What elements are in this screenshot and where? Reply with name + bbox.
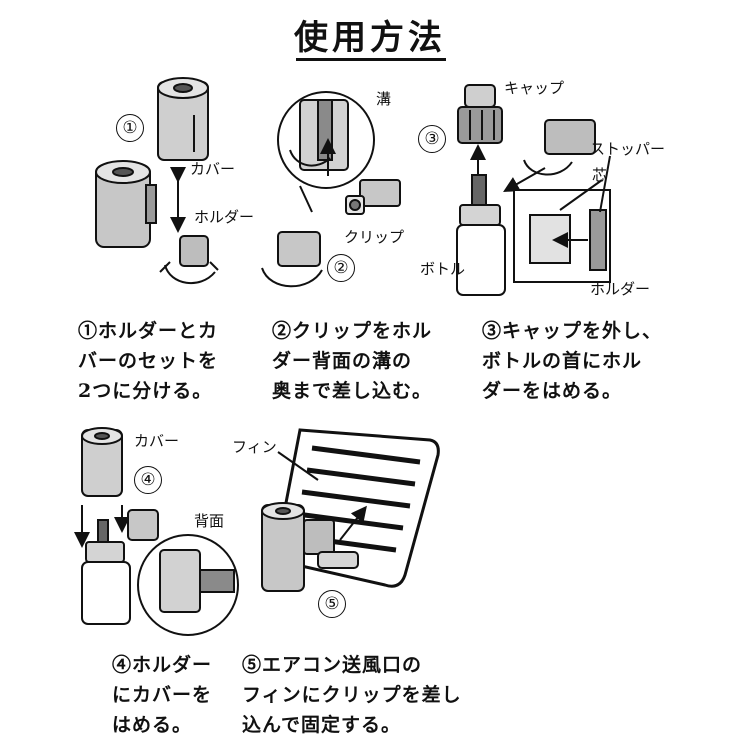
label-groove: 溝 xyxy=(376,90,392,108)
step-2-line-3: 奥まで差し込む。 xyxy=(272,380,433,402)
label-stopper: ストッパー xyxy=(590,140,666,158)
label-fin: フィン xyxy=(232,438,277,456)
step-4-line-3: はめる。 xyxy=(112,714,193,736)
step-marker-5: ⑤ xyxy=(318,590,346,618)
label-wick: 芯 xyxy=(592,166,608,184)
panel-3-drawing xyxy=(456,84,611,296)
step-1-line-3: 2つに分ける。 xyxy=(78,380,213,402)
step-1-line-2: バーのセットを xyxy=(78,350,219,372)
label-cover-4: カバー xyxy=(134,432,180,450)
step-1-text: ①ホルダーとカ バーのセットを 2つに分ける。 xyxy=(78,316,218,406)
step-5-line-2: フィンにクリップを差し xyxy=(242,684,462,706)
step-4-line-2: にカバーを xyxy=(112,684,213,706)
step-2-text: ②クリップをホル ダー背面の溝の 奥まで差し込む。 xyxy=(272,316,432,406)
label-clip: クリップ xyxy=(344,228,405,246)
label-holder-3: ホルダー xyxy=(590,280,651,298)
step-2-line-1: ②クリップをホル xyxy=(272,320,433,342)
step-2-line-2: ダー背面の溝の xyxy=(272,350,413,372)
label-cover: カバー xyxy=(190,160,236,178)
step-marker-4: ④ xyxy=(134,466,162,494)
label-back: 背面 xyxy=(194,512,225,530)
panel-1-drawing xyxy=(95,77,219,285)
step-3-line-1: ③キャップを外し、 xyxy=(482,320,663,342)
step-4-line-1: ④ホルダー xyxy=(112,654,213,676)
label-holder: ホルダー xyxy=(194,208,255,226)
page-title: 使用方法 xyxy=(294,18,446,58)
step-5-line-3: 込んで固定する。 xyxy=(242,714,402,736)
label-cap: キャップ xyxy=(504,79,565,97)
step-5-line-1: ⑤エアコン送風口の xyxy=(242,654,423,676)
title-underline xyxy=(296,58,446,61)
label-bottle: ボトル xyxy=(420,260,466,278)
step-marker-1: ① xyxy=(116,114,144,142)
step-marker-3: ③ xyxy=(418,125,446,153)
panel-5-drawing xyxy=(261,428,440,592)
step-1-line-1: ①ホルダーとカ xyxy=(78,320,219,342)
step-marker-2: ② xyxy=(327,254,355,282)
step-4-text: ④ホルダー にカバーを はめる。 xyxy=(112,650,212,740)
step-3-text: ③キャップを外し、 ボトルの首にホル ダーをはめる。 xyxy=(482,316,662,406)
panel-4-drawing xyxy=(74,427,239,636)
panel-2-drawing xyxy=(261,91,401,288)
step-3-line-3: ダーをはめる。 xyxy=(482,380,623,402)
step-5-text: ⑤エアコン送風口の フィンにクリップを差し 込んで固定する。 xyxy=(242,650,462,740)
step-3-line-2: ボトルの首にホル xyxy=(482,350,643,372)
